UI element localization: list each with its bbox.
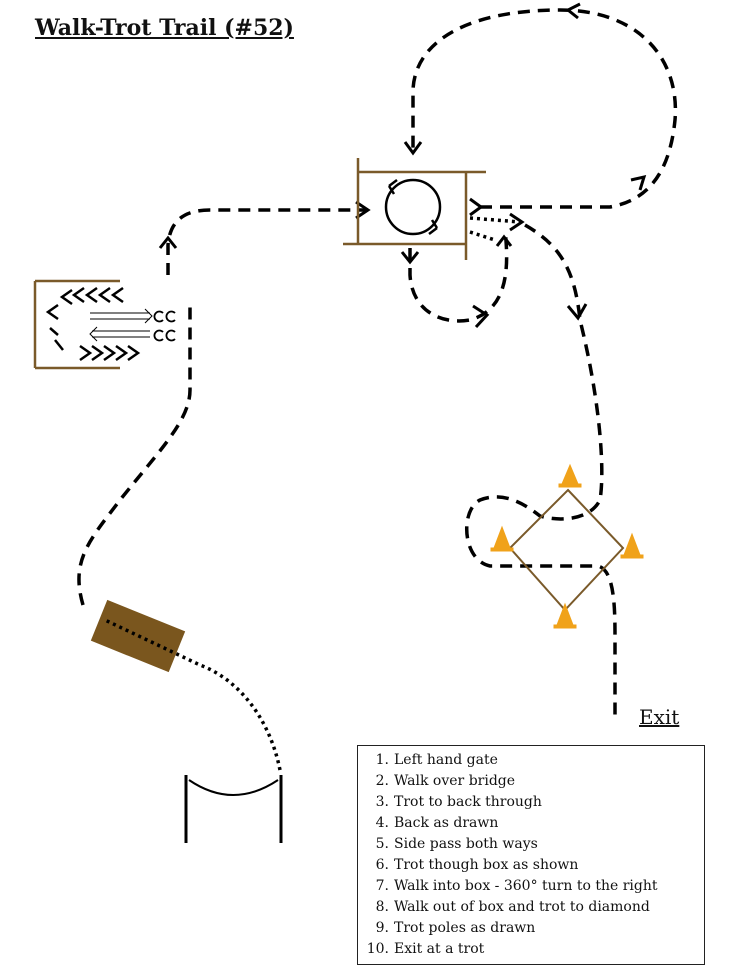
bridge-icon [90, 599, 186, 673]
list-item: 8.Walk out of box and trot to diamond [375, 899, 650, 915]
box-icon [343, 158, 486, 260]
list-item: 6.Trot though box as shown [375, 857, 579, 873]
trot-loop-path [411, 8, 678, 209]
list-item: 2.Walk over bridge [375, 773, 516, 789]
walk-path-dotted [104, 618, 282, 771]
instructions-list: 1.Left hand gate 2.Walk over bridge 3.Tr… [357, 745, 705, 965]
back-through-chute-icon [33, 279, 176, 370]
list-item: 5.Side pass both ways [375, 836, 538, 852]
back-path [408, 229, 509, 323]
page-title: Walk-Trot Trail (#52) [35, 15, 294, 41]
walk-out-dotted [469, 216, 521, 242]
turn-360-icon [384, 178, 442, 236]
path-to-box [166, 208, 368, 275]
list-item: 3.Trot to back through [375, 794, 542, 810]
cone-icon [490, 463, 644, 629]
trot-path-to-backthrough [77, 300, 192, 606]
exit-label: Exit [639, 705, 680, 729]
gate-icon [184, 775, 283, 843]
list-item: 9.Trot poles as drawn [375, 920, 536, 936]
trot-poles-icon [508, 488, 625, 612]
list-item: 7.Walk into box - 360° turn to the right [375, 878, 658, 894]
trot-to-diamond-path [464, 223, 617, 715]
list-item: 4.Back as drawn [375, 815, 499, 831]
list-item: 10.Exit at a trot [366, 941, 485, 957]
list-item: 1.Left hand gate [375, 752, 498, 768]
